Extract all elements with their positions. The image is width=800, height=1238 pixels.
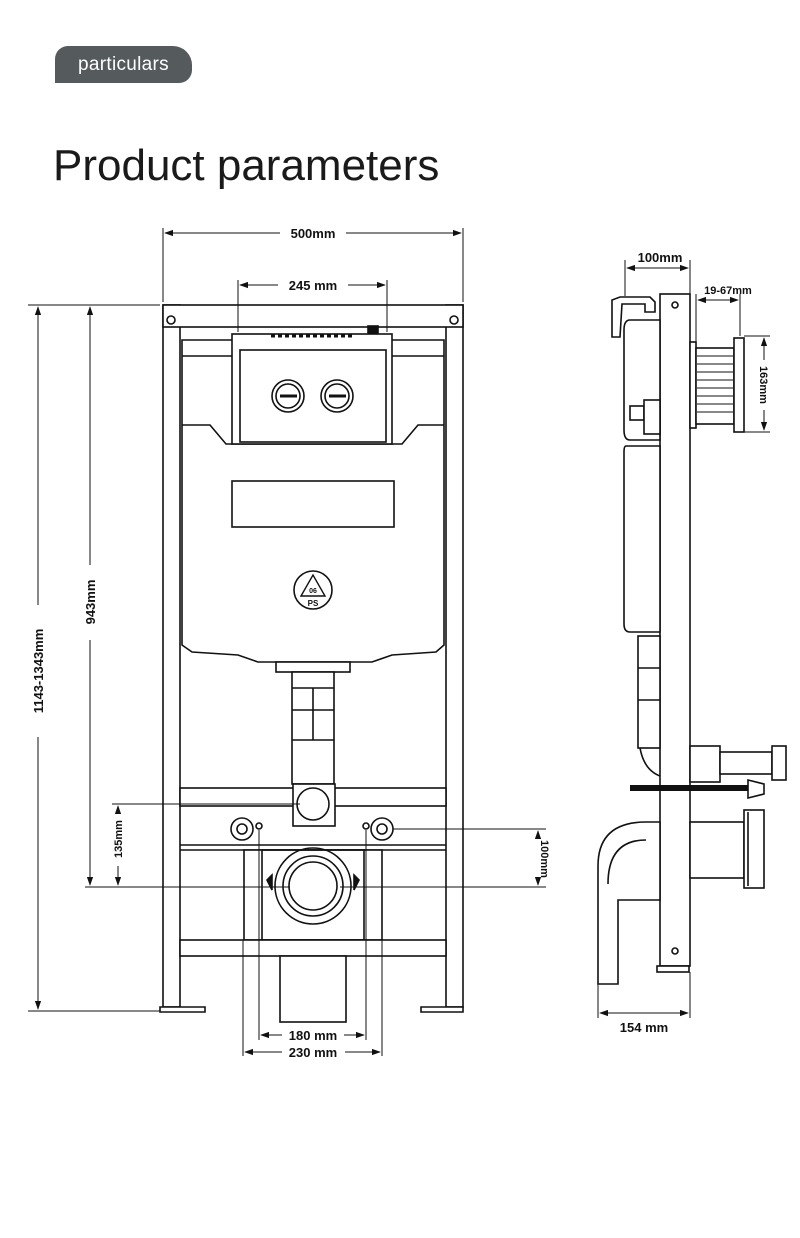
tank-mark-number: 06 <box>309 588 317 595</box>
dim-frame-depth-label: 100mm <box>638 250 683 265</box>
dim-flush-pipe-height-label: 163mm <box>757 366 769 404</box>
frame-foot-right <box>420 1006 464 1013</box>
section-badge: particulars <box>55 46 192 83</box>
dim-drain-height-label: 135mm <box>113 820 125 858</box>
flush-button-small-icon <box>271 379 305 413</box>
side-view <box>597 260 787 1018</box>
frame-right-upright <box>445 304 464 1008</box>
dim-button-plate-label: 245 mm <box>289 278 337 293</box>
side-dimensions <box>597 260 770 1018</box>
frame-bottom-rail <box>179 939 447 957</box>
tank-label-plate <box>231 480 395 528</box>
tank-mark-material: PS <box>308 599 319 608</box>
dim-bottom-depth-label: 154 mm <box>620 1020 668 1035</box>
bolt-right-icon <box>370 817 394 841</box>
drain-pipe <box>279 955 347 1023</box>
front-view <box>28 228 546 1056</box>
side-flush-connector <box>689 341 697 429</box>
inspection-opening <box>231 333 393 445</box>
drain-outlet-icon <box>274 847 352 925</box>
dim-bolt-height-label: 100mm <box>538 840 550 878</box>
side-frame-bar <box>659 293 691 967</box>
dim-width-label: 500mm <box>291 226 336 241</box>
side-drain-bend <box>597 821 661 985</box>
dim-tank-height-label: 943mm <box>83 580 98 625</box>
frame-foot-left <box>159 1006 206 1013</box>
recycle-icon <box>293 570 333 610</box>
frame-left-upright <box>162 304 181 1008</box>
mount-hole-icon <box>449 315 459 325</box>
mount-hole-icon <box>166 315 176 325</box>
dim-bolt-outer-label: 230 mm <box>289 1045 337 1060</box>
side-connection-pipe <box>719 751 773 775</box>
flush-button-large-icon <box>320 379 354 413</box>
dim-total-height-label: 1143-1343mm <box>31 629 46 714</box>
front-dimensions <box>28 228 546 1056</box>
bolt-left-icon <box>230 817 254 841</box>
dim-wall-adjust-label: 19-67mm <box>704 285 752 297</box>
dim-bolt-inner-label: 180 mm <box>289 1028 337 1043</box>
page-title: Product parameters <box>53 141 440 190</box>
frame-top-rail <box>162 304 464 328</box>
